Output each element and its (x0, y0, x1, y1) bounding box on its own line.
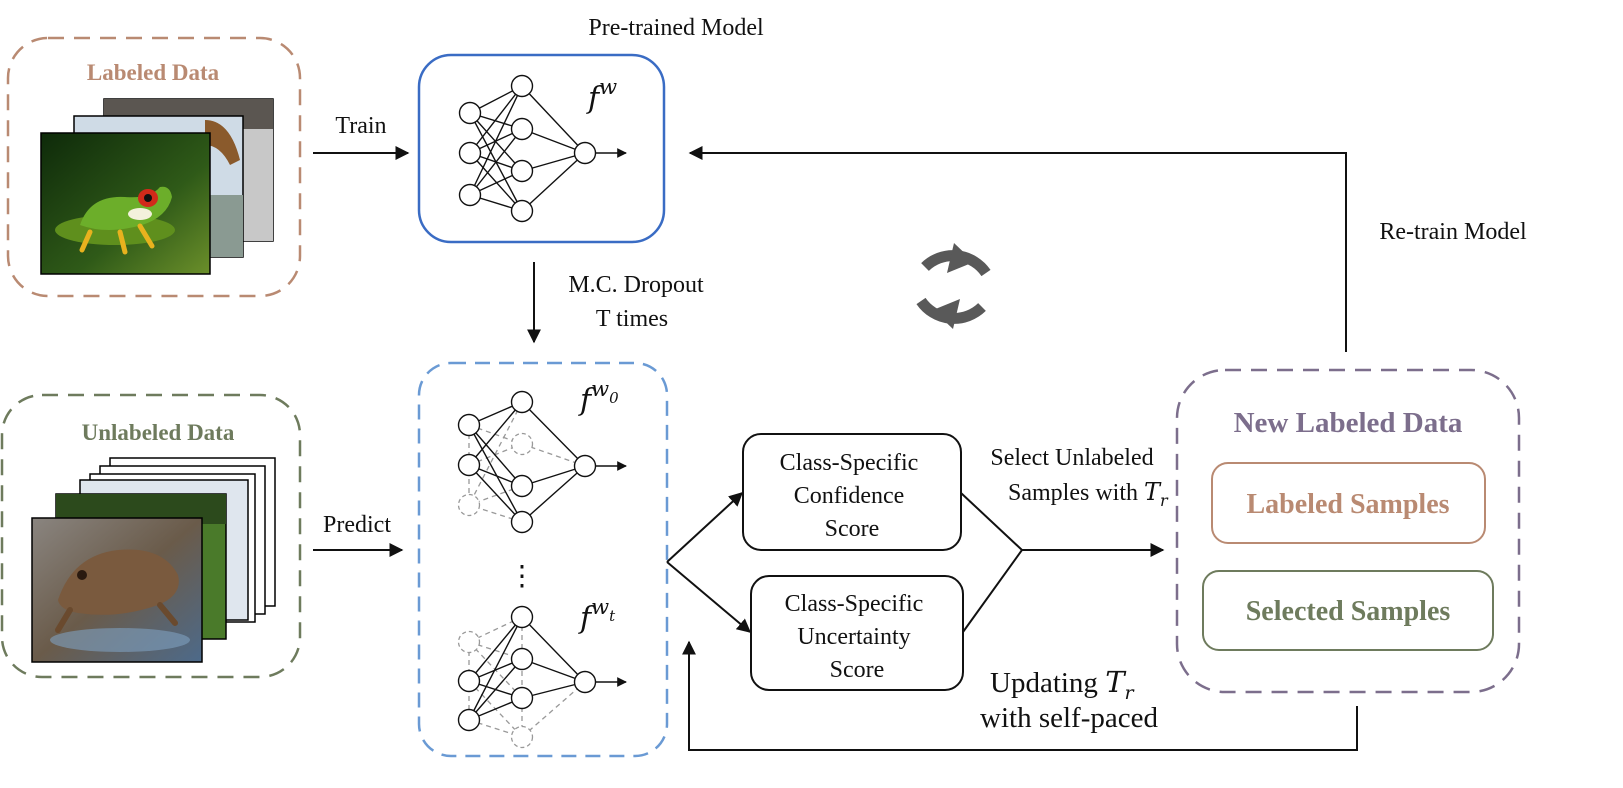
edge-retrain (688, 146, 1347, 352)
edge-update (682, 640, 1358, 751)
selected-samples-label: Selected Samples (1246, 596, 1451, 627)
ellipsis-dots: ⋮ (508, 561, 536, 592)
uncertainty-score-box: Class-Specific Uncertainty Score (750, 575, 964, 691)
edge-split (666, 492, 752, 633)
unlabeled-data-panel: Unlabeled Data (0, 393, 302, 679)
mc-dropout-label-1: M.C. Dropout (568, 272, 704, 298)
edge-merge (960, 492, 1165, 633)
dropout-network-bottom (457, 605, 627, 749)
mc-dropout-label-2: T times (596, 306, 668, 332)
dropout-network-top (457, 390, 627, 534)
update-label-1: Updating Tr (990, 665, 1136, 704)
labeled-data-title: Labeled Data (87, 60, 220, 85)
retrain-label: Re-train Model (1379, 219, 1527, 245)
select-label-2: Samples with Tr (1008, 478, 1169, 510)
predict-label: Predict (323, 512, 391, 538)
labeled-image-stack (40, 98, 274, 275)
unlabeled-data-title: Unlabeled Data (82, 420, 235, 445)
confidence-score-box: Class-Specific Confidence Score (742, 433, 962, 551)
frog-image (55, 186, 175, 255)
new-labeled-data-panel: New Labeled Data Labeled Samples Selecte… (1175, 368, 1521, 694)
select-label: Select Unlabeled (990, 445, 1153, 471)
neural-network-icon (458, 74, 627, 223)
pretrained-model-box: fw (417, 53, 666, 244)
edge-predict: Predict (313, 512, 404, 557)
edge-mc-dropout: M.C. Dropout T times (527, 262, 704, 344)
train-label: Train (335, 113, 386, 139)
edge-train: Train (313, 113, 410, 160)
unlabeled-image-stack (31, 457, 276, 663)
pretrained-model-title: Pre-trained Model (588, 15, 764, 41)
toad-image (50, 549, 190, 652)
labeled-samples-label: Labeled Samples (1246, 489, 1449, 520)
mc-dropout-box: fw0 ⋮ fwt (417, 361, 669, 758)
new-labeled-data-title: New Labeled Data (1234, 407, 1463, 439)
confidence-score-text: Class-Specific Confidence Score (780, 450, 925, 542)
uncertainty-score-text: Class-Specific Uncertainty Score (785, 591, 930, 683)
labeled-data-panel: Labeled Data (6, 36, 302, 298)
refresh-cycle-icon (916, 243, 991, 329)
update-label-2: with self-paced (980, 702, 1158, 734)
